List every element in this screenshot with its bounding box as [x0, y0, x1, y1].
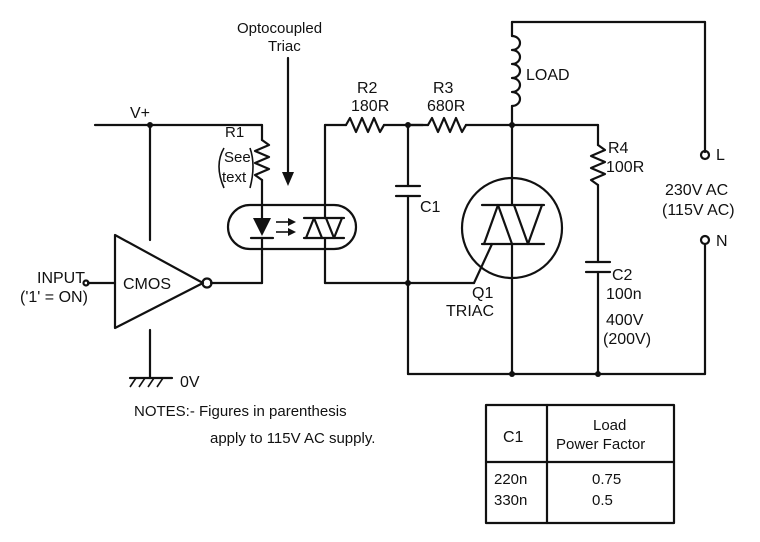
ground-symbol	[128, 328, 174, 388]
neutral-return	[406, 243, 707, 377]
ground-label: 0V	[180, 374, 200, 391]
table-row-c1: 220n	[494, 471, 527, 488]
table-row-pf: 0.75	[592, 471, 621, 488]
c2-value: 100n	[606, 286, 642, 303]
load-coil	[510, 20, 707, 127]
r1-text-label: text	[222, 169, 247, 186]
gate-wire	[323, 242, 494, 286]
c2-label: C2	[612, 267, 633, 284]
c1-capacitor	[394, 123, 422, 285]
q1-triac	[460, 123, 564, 376]
optocoupler-title-1: Optocoupled	[237, 20, 322, 37]
c2-voltage-alt: (200V)	[603, 331, 651, 348]
table-row-c1: 330n	[494, 492, 527, 509]
notes-line-1: NOTES:- Figures in parenthesis	[134, 403, 347, 420]
led-cathode-wire	[209, 253, 264, 285]
table-header-c1: C1	[503, 429, 524, 446]
r3-label: R3	[433, 80, 454, 97]
table-row-pf: 0.5	[592, 492, 613, 509]
table-header-power-factor: Power Factor	[556, 436, 645, 453]
c2-capacitor	[584, 260, 612, 376]
c1-label: C1	[420, 199, 441, 216]
r3-value: 680R	[427, 98, 465, 115]
r1-see-label: See	[224, 149, 251, 166]
input-label: INPUT	[37, 270, 85, 287]
line-label: L	[716, 147, 725, 164]
r1-note-bracket-left	[218, 147, 225, 189]
r2-label: R2	[357, 80, 378, 97]
q1-label: Q1	[472, 285, 493, 302]
cmos-label: CMOS	[123, 276, 171, 293]
vplus-rail	[93, 122, 264, 242]
input-note: ('1' = ON)	[20, 289, 88, 306]
r4-value: 100R	[606, 159, 644, 176]
neutral-terminal	[699, 234, 711, 246]
table-header-load: Load	[593, 417, 626, 434]
r3-resistor	[405, 116, 600, 134]
optocoupler-arrow	[282, 56, 294, 186]
optocoupler-title-2: Triac	[268, 38, 301, 55]
cmos-buffer	[82, 233, 213, 330]
c2-voltage: 400V	[606, 312, 644, 329]
load-label: LOAD	[526, 67, 570, 84]
r1-note-bracket-right	[249, 147, 254, 189]
supply-label: 230V AC	[665, 182, 728, 199]
r2-value: 180R	[351, 98, 389, 115]
c1-power-factor-table	[484, 403, 676, 525]
q1-type: TRIAC	[446, 303, 494, 320]
vplus-label: V+	[130, 105, 150, 122]
neutral-label: N	[716, 233, 728, 250]
r1-resistor	[253, 123, 271, 207]
r1-label: R1	[225, 124, 244, 141]
optocoupler	[226, 203, 358, 257]
r4-label: R4	[608, 140, 629, 157]
notes-line-2: apply to 115V AC supply.	[210, 430, 375, 447]
supply-alt-label: (115V AC)	[662, 202, 735, 219]
r4-resistor	[589, 123, 607, 264]
line-terminal	[699, 20, 711, 161]
